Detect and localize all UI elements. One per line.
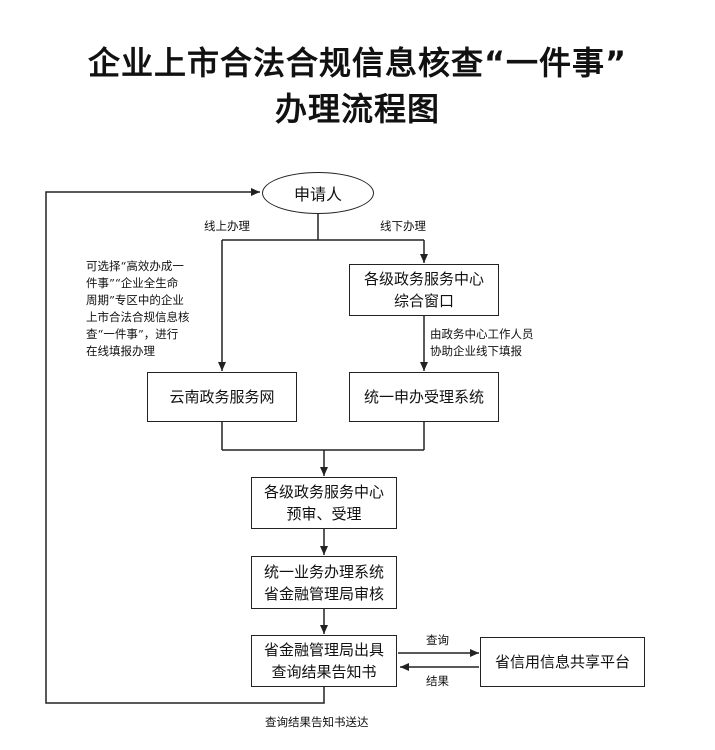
note-online-line-3: 周期”专区中的企业 xyxy=(86,293,184,307)
node-credit-platform-label: 省信用信息共享平台 xyxy=(494,653,630,671)
node-yunnan-portal-label: 云南政务服务网 xyxy=(169,388,275,406)
node-service-center-window: 各级政务服务中心 综合窗口 xyxy=(349,264,499,316)
note-online-line-5: 查“一件事”，进行 xyxy=(86,327,179,341)
node-applicant: 申请人 xyxy=(262,172,374,214)
business-line-2: 省金融管理局审核 xyxy=(263,584,384,603)
note-online-line-1: 可选择“高效办成一 xyxy=(86,259,184,273)
window-line-2: 综合窗口 xyxy=(393,292,454,310)
node-business-system: 统一业务办理系统 省金融管理局审核 xyxy=(251,556,397,609)
label-result: 结果 xyxy=(426,674,449,688)
node-unified-intake: 统一申办受理系统 xyxy=(349,372,499,422)
node-applicant-label: 申请人 xyxy=(293,185,342,204)
node-issue-notice: 省金融管理局出具 查询结果告知书 xyxy=(251,635,397,687)
note-online-line-2: 件事”“企业全生命 xyxy=(86,276,179,290)
connector-delivery-loop xyxy=(45,188,325,704)
note-offline-line-2: 协助企业线下填报 xyxy=(430,344,522,358)
node-unified-intake-label: 统一申办受理系统 xyxy=(363,388,484,406)
node-credit-platform: 省信用信息共享平台 xyxy=(480,637,645,687)
label-offline: 线下办理 xyxy=(380,219,426,233)
notice-line-1: 省金融管理局出具 xyxy=(263,641,384,659)
node-yunnan-portal: 云南政务服务网 xyxy=(147,372,297,422)
prereview-line-1: 各级政务服务中心 xyxy=(263,483,384,501)
note-offline-line-1: 由政务中心工作人员 xyxy=(430,327,534,341)
page-title-line1: 企业上市合法合规信息核查“一件事” xyxy=(87,44,628,82)
label-query: 查询 xyxy=(426,633,449,647)
label-online: 线上办理 xyxy=(204,219,250,233)
prereview-line-2: 预审、受理 xyxy=(286,505,362,523)
label-delivery: 查询结果告知书送达 xyxy=(265,715,369,729)
note-offline: 由政务中心工作人员 协助企业线下填报 xyxy=(430,326,570,360)
page-title-line2: 办理流程图 xyxy=(274,90,440,128)
notice-line-2: 查询结果告知书 xyxy=(271,663,377,681)
window-line-1: 各级政务服务中心 xyxy=(363,270,484,288)
note-online-line-6: 在线填报办理 xyxy=(86,344,155,358)
note-online-line-4: 上市合法合规信息核 xyxy=(86,310,190,324)
business-line-1: 统一业务办理系统 xyxy=(263,562,384,581)
node-pre-review: 各级政务服务中心 预审、受理 xyxy=(251,477,397,529)
note-online: 可选择“高效办成一 件事”“企业全生命 周期”专区中的企业 上市合法合规信息核 … xyxy=(86,258,221,360)
